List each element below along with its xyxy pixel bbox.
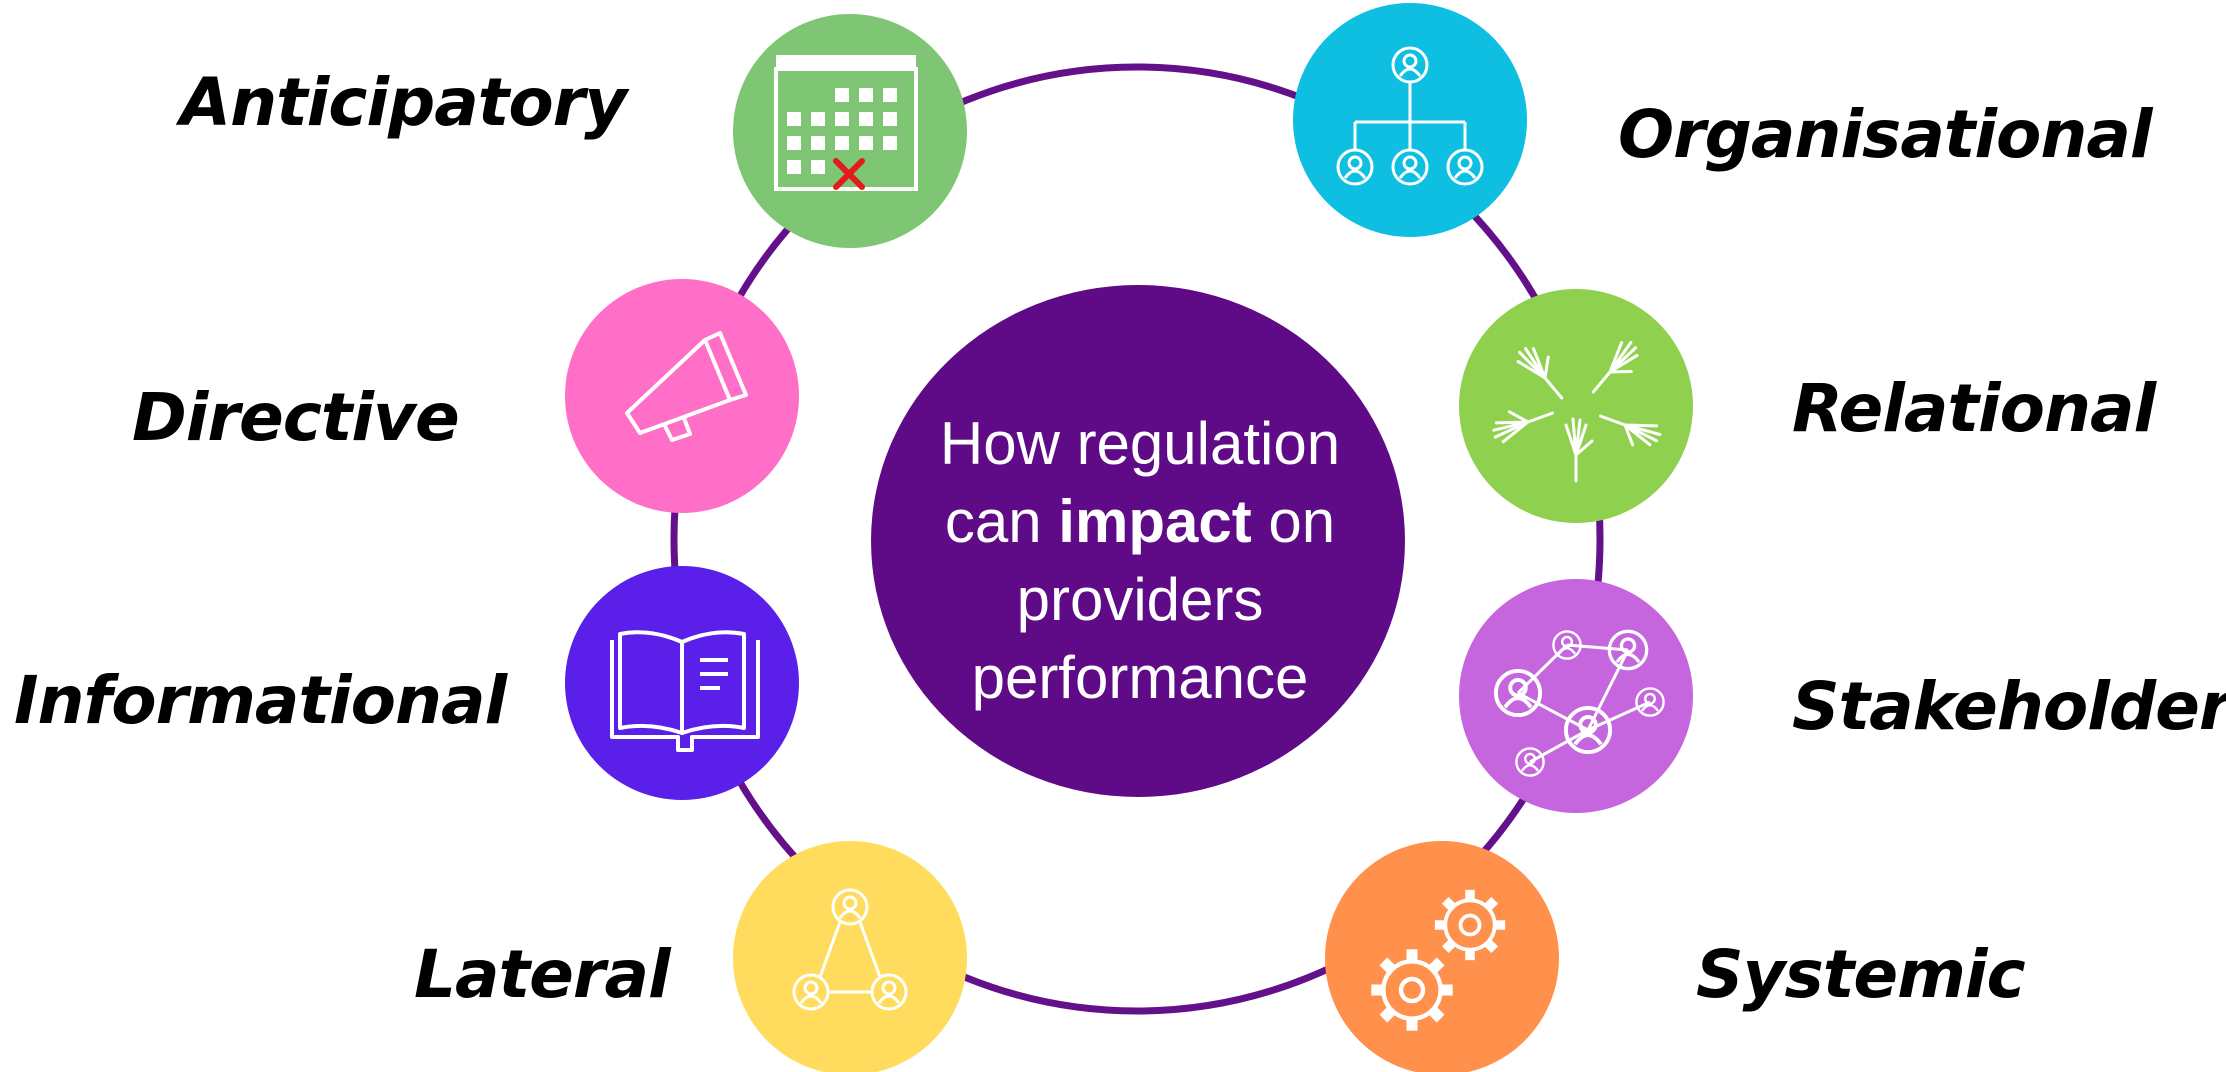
center-line-4: performance	[971, 644, 1309, 711]
label-systemic: Systemic	[1696, 936, 2026, 1013]
center-line-2-bold: impact	[1058, 488, 1252, 555]
anticipatory-node	[733, 14, 967, 248]
organisational-node	[1293, 3, 1527, 237]
directive-node	[565, 279, 799, 513]
people-triangle-icon	[792, 888, 908, 1011]
center-line-1: How regulation	[939, 410, 1341, 477]
label-informational: Informational	[14, 662, 507, 739]
label-relational: Relational	[1792, 370, 2156, 447]
center-line-2-after: on	[1251, 488, 1336, 555]
open-book-icon	[610, 630, 760, 752]
label-lateral: Lateral	[414, 936, 671, 1013]
label-organisational: Organisational	[1618, 96, 2153, 173]
label-anticipatory: Anticipatory	[180, 64, 627, 141]
connecting-ring	[670, 63, 1604, 1015]
center-title: How regulation can impact on providers p…	[910, 405, 1370, 717]
center-circle	[871, 285, 1405, 797]
stakeholder-node	[1459, 579, 1693, 813]
network-icon	[1493, 629, 1665, 777]
label-stakeholder: Stakeholder	[1792, 668, 2226, 745]
informational-node	[565, 566, 799, 800]
relational-node	[1459, 289, 1693, 523]
center-line-2-before: can	[944, 488, 1059, 555]
label-directive: Directive	[132, 379, 460, 456]
center-line-2: can impact on	[910, 483, 1370, 561]
calendar-icon	[774, 55, 918, 191]
systemic-node	[1325, 841, 1559, 1072]
lateral-node	[733, 841, 967, 1072]
org-chart-icon	[1336, 46, 1484, 186]
center-line-3: providers	[1016, 566, 1264, 633]
megaphone-icon	[625, 331, 748, 442]
